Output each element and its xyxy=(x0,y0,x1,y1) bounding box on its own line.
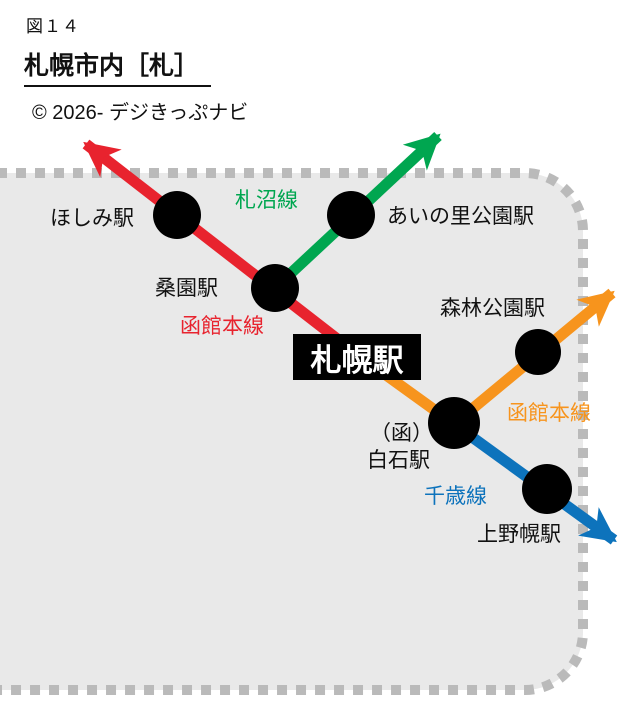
station-label-hoshimi: ほしみ駅 xyxy=(50,207,134,230)
station-dot-hoshimi xyxy=(153,191,201,239)
page-title: 札幌市内［札］ xyxy=(24,46,212,87)
station-dot-soen xyxy=(251,264,299,312)
station-label-shinrin-koen: 森林公園駅 xyxy=(440,297,545,320)
station-dot-shiroishi xyxy=(428,397,480,449)
station-label-kaminopporo: 上野幌駅 xyxy=(477,523,561,546)
station-dot-kaminopporo xyxy=(522,464,572,514)
station-dot-ainosato-koen xyxy=(327,191,375,239)
copyright-text: © 2026- デジきっぷナビ xyxy=(32,102,249,124)
fare-zone-boundary xyxy=(0,168,588,695)
line-label-sassho: 札沼線 xyxy=(235,189,298,212)
rail-line-hakodate-west xyxy=(82,139,349,350)
station-label-shiroishi-prefix: （函） xyxy=(370,422,433,445)
station-label-sapporo: 札幌駅 xyxy=(310,342,404,378)
figure-number: 図１４ xyxy=(26,17,80,36)
sapporo-station-box xyxy=(293,334,421,380)
line-label-chitose: 千歳線 xyxy=(424,485,487,508)
line-label-hakodate-west: 函館本線 xyxy=(180,315,264,338)
station-dot-shinrin-koen xyxy=(515,329,561,375)
station-label-ainosato-koen: あいの里公園駅 xyxy=(387,205,534,228)
line-label-hakodate-east: 函館本線 xyxy=(507,402,591,425)
station-label-soen: 桑園駅 xyxy=(155,277,218,300)
station-label-shiroishi: 白石駅 xyxy=(367,449,430,472)
